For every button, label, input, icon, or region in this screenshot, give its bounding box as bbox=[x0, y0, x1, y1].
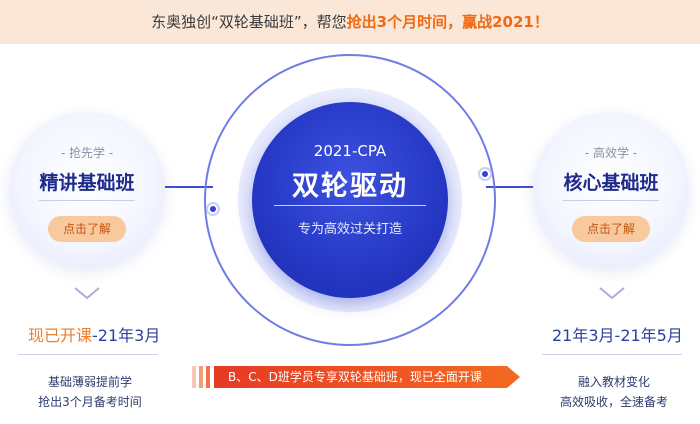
left-course-title: 精讲基础班 bbox=[39, 172, 135, 194]
banner-highlight: 抢出3个月时间，赢战2021！ bbox=[346, 13, 549, 31]
connector-left bbox=[165, 186, 213, 188]
right-note: 融入教材变化 高效吸收，全速备考 bbox=[534, 372, 694, 412]
center-emblem: 2021-CPA 双轮驱动 专为高效过关打造 bbox=[252, 102, 448, 298]
node-dot-icon bbox=[206, 202, 220, 216]
right-note-line2: 高效吸收，全速备考 bbox=[559, 395, 668, 409]
right-eyebrow: - 高效学 - bbox=[584, 146, 638, 160]
top-banner: 东奥独创“双轮基础班”，帮您抢出3个月时间，赢战2021！ bbox=[0, 0, 700, 44]
left-date-rest: -21年3月 bbox=[92, 326, 161, 345]
outer-ring bbox=[204, 54, 496, 346]
promo-ribbon[interactable]: B、C、D班学员专享双轮基础班，现已全面开课 bbox=[214, 366, 520, 388]
right-date-rule bbox=[542, 354, 682, 355]
left-date-highlight: 现已开课 bbox=[28, 326, 93, 345]
center-title: 双轮驱动 bbox=[292, 171, 408, 202]
right-divider bbox=[563, 200, 659, 201]
left-note-line2: 抢出3个月备考时间 bbox=[38, 395, 142, 409]
right-date: 21年3月-21年5月 bbox=[552, 326, 683, 345]
left-learn-more-button[interactable]: 点击了解 bbox=[48, 216, 126, 242]
left-eyebrow: - 抢先学 - bbox=[60, 146, 114, 160]
left-date-rule bbox=[18, 354, 158, 355]
left-note-line1: 基础薄弱提前学 bbox=[47, 375, 132, 389]
connector-right bbox=[486, 186, 534, 188]
banner-text: 东奥独创“双轮基础班”，帮您 bbox=[151, 13, 347, 31]
ribbon-stripe bbox=[199, 366, 203, 388]
right-learn-more-button[interactable]: 点击了解 bbox=[572, 216, 650, 242]
node-dot-icon bbox=[478, 167, 492, 181]
ribbon-stripe bbox=[192, 366, 196, 388]
left-course-card[interactable]: - 抢先学 - 精讲基础班 点击了解 bbox=[9, 112, 165, 268]
left-note: 基础薄弱提前学 抢出3个月备考时间 bbox=[10, 372, 170, 412]
right-course-title: 核心基础班 bbox=[563, 172, 659, 194]
center-subtitle: 专为高效过关打造 bbox=[297, 222, 402, 237]
center-rule bbox=[274, 205, 426, 206]
chevron-down-icon bbox=[599, 287, 625, 300]
right-course-card[interactable]: - 高效学 - 核心基础班 点击了解 bbox=[533, 112, 689, 268]
left-date: 现已开课-21年3月 bbox=[28, 322, 160, 346]
chevron-down-icon bbox=[74, 287, 100, 300]
right-note-line1: 融入教材变化 bbox=[577, 375, 650, 389]
ribbon-stripe bbox=[206, 366, 210, 388]
center-cpa-label: 2021-CPA bbox=[313, 142, 387, 160]
left-divider bbox=[39, 200, 135, 201]
